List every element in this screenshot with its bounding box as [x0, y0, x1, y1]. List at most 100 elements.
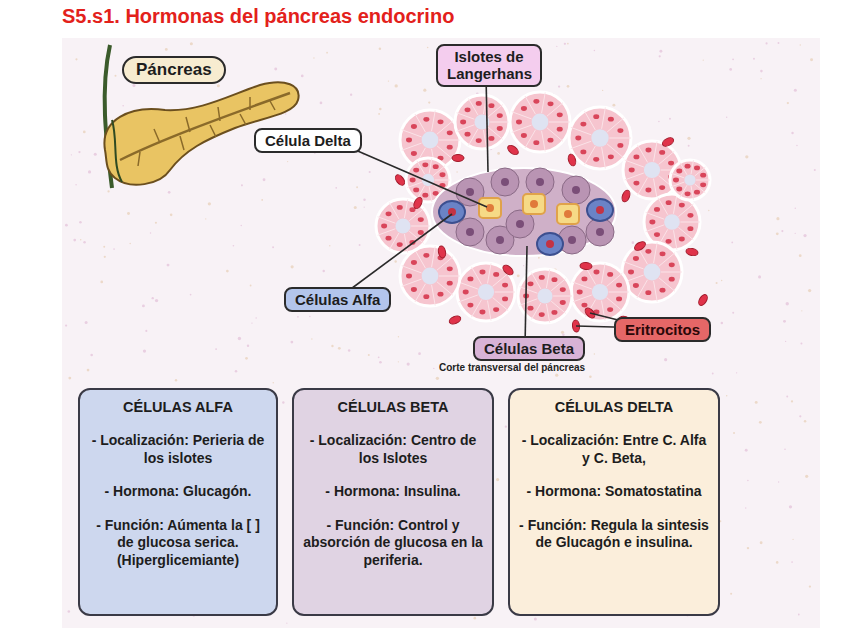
nucleus: [581, 303, 587, 308]
nucleus: [418, 230, 424, 235]
erythrocyte: [506, 144, 520, 157]
blood-vessel: [112, 120, 122, 182]
erythrocyte: [394, 173, 407, 187]
speckle: [669, 118, 671, 120]
nucleus: [607, 307, 613, 312]
acinus-body: [569, 107, 631, 169]
speckle: [73, 239, 76, 242]
speckle: [730, 593, 732, 595]
nucleus: [437, 292, 443, 297]
speckle: [658, 121, 660, 123]
cell-border: [525, 130, 536, 148]
nucleus: [575, 136, 581, 141]
speckle: [659, 55, 661, 57]
card-location: - Localización: Centro de los Islotes: [303, 432, 483, 467]
nucleus: [617, 128, 623, 133]
nucleus: [479, 310, 485, 315]
erythrocyte: [501, 263, 515, 276]
speckle: [798, 614, 800, 616]
islet-cell: [562, 176, 590, 204]
speckle: [567, 85, 570, 88]
speckle: [250, 285, 252, 287]
cell-border: [378, 229, 396, 235]
nucleus: [516, 120, 522, 125]
nucleus: [497, 126, 503, 131]
speckle: [783, 320, 786, 323]
speckle: [323, 270, 325, 272]
islet-cell: [586, 218, 614, 246]
speckle: [427, 47, 429, 49]
cell-border: [553, 296, 572, 297]
card-location: - Localización: Entre C. Alfa y C. Beta,: [519, 432, 709, 467]
cell-border: [472, 300, 482, 318]
nucleus: [666, 200, 672, 205]
acinus-body: [571, 263, 629, 321]
speckle: [538, 257, 540, 259]
speckle: [721, 322, 723, 324]
acinus-lumen: [592, 284, 608, 300]
nucleus: [616, 297, 622, 302]
speckle: [205, 218, 206, 219]
cell-border: [654, 179, 658, 199]
nucleus: [418, 217, 424, 222]
nucleus: [502, 283, 508, 288]
nucleus: [467, 303, 473, 308]
acinus: [376, 199, 430, 253]
speckle: [241, 184, 243, 186]
acinus-body: [670, 160, 710, 200]
speckle: [226, 270, 229, 273]
nucleus: [685, 164, 691, 169]
speckle: [331, 345, 333, 347]
speckle: [804, 420, 807, 423]
cell-border: [402, 143, 422, 150]
cell-border: [417, 186, 425, 199]
speckle: [423, 89, 426, 92]
speckle: [418, 352, 421, 355]
nucleus: [413, 168, 419, 173]
info-card: CÉLULAS ALFA- Localización: Perieria de …: [78, 388, 278, 616]
nucleus: [607, 272, 613, 277]
nucleus: [533, 99, 539, 104]
label-text: Células Beta: [484, 340, 574, 357]
speckle: [79, 221, 82, 224]
erythrocyte: [580, 262, 593, 270]
label-text: Eritrocitos: [625, 321, 700, 338]
cell-border: [439, 140, 460, 141]
speckle: [745, 449, 748, 452]
nucleus: [687, 226, 693, 231]
nucleus: [465, 107, 471, 112]
alpha-cell: [587, 199, 613, 221]
nucleus: [560, 287, 566, 292]
speckle: [732, 58, 734, 60]
nucleus: [447, 145, 453, 150]
nucleus: [557, 112, 563, 117]
nucleus: [557, 127, 563, 132]
cell-border: [654, 281, 658, 302]
speckle: [301, 75, 304, 78]
nucleus: [386, 236, 392, 241]
nucleus: [676, 169, 682, 174]
background-panel: [62, 38, 820, 628]
speckle: [567, 43, 569, 45]
nucleus: [593, 270, 599, 275]
cell-border: [658, 198, 668, 215]
erythrocyte: [412, 196, 424, 210]
nucleus: [645, 249, 651, 254]
speckle: [320, 102, 323, 105]
islet-cell: [456, 218, 484, 246]
cell-border: [602, 147, 606, 168]
alpha-cell: [439, 201, 465, 223]
nucleus: [528, 306, 534, 311]
speckle: [759, 421, 762, 424]
cell-border: [654, 141, 658, 161]
speckle: [398, 361, 399, 362]
nucleus: [659, 185, 665, 190]
speckle: [90, 354, 93, 357]
speckle: [398, 336, 399, 337]
nucleus: [422, 162, 428, 167]
speckle: [338, 347, 341, 350]
speckle: [263, 178, 266, 181]
speckle: [747, 480, 749, 482]
speckle: [776, 232, 779, 235]
speckle: [150, 232, 151, 233]
